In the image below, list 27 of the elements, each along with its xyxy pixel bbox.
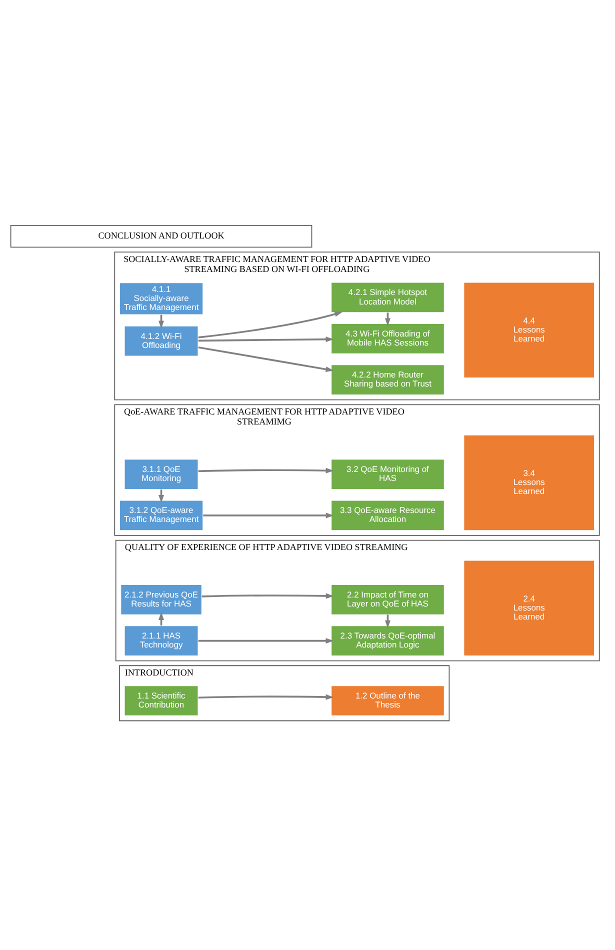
node-box: 1.1 Scientific Contribution (124, 684, 199, 716)
node-box: 1.2 Outline of the Thesis (330, 684, 445, 716)
node-box: 4.4 Lessons Learned (463, 281, 595, 378)
node-box: 4.2.1 Simple Hotspot Location Model (330, 281, 445, 313)
node-box: 4.3 Wi-Fi Offloading of Mobile HAS Sessions (330, 322, 445, 354)
node-box: 4.2.2 Home Router Sharing based on Trust (330, 364, 445, 395)
node-box: 2.2 Impact of Time on Layer on QoE of HAS (330, 584, 445, 615)
node-box: 2.1.1 HAS Technology (124, 624, 199, 656)
node-box: 3.3 QoE-aware Resource Allocation (330, 499, 445, 531)
node-box: 3.1.2 QoE-aware Traffic Management (119, 499, 204, 531)
arrow (198, 346, 334, 372)
node-box: 3.4 Lessons Learned (463, 434, 595, 531)
node-box: CONCLUSION AND OUTLOOK (10, 224, 312, 248)
arrow (198, 638, 334, 644)
arrow (198, 467, 334, 473)
node-box: 2.1.2 Previous QoE Results for HAS (120, 584, 202, 615)
node-box: 2.3 Towards QoE-optimal Adaptation Logic (330, 624, 445, 656)
node-box: 3.1.1 QoE Monitoring (124, 458, 199, 490)
arrow (198, 336, 334, 342)
arrow (198, 694, 334, 700)
arrow (202, 592, 334, 598)
node-box: 4.1.2 Wi-Fi Offloading (124, 324, 199, 356)
node-box: 3.2 QoE Monitoring of HAS (330, 458, 445, 490)
arrow (203, 512, 334, 518)
arrow (198, 310, 343, 338)
node-box: 2.4 Lessons Learned (463, 559, 595, 656)
node-box: 4.1.1 Socially-aware Traffic Management (119, 282, 204, 315)
